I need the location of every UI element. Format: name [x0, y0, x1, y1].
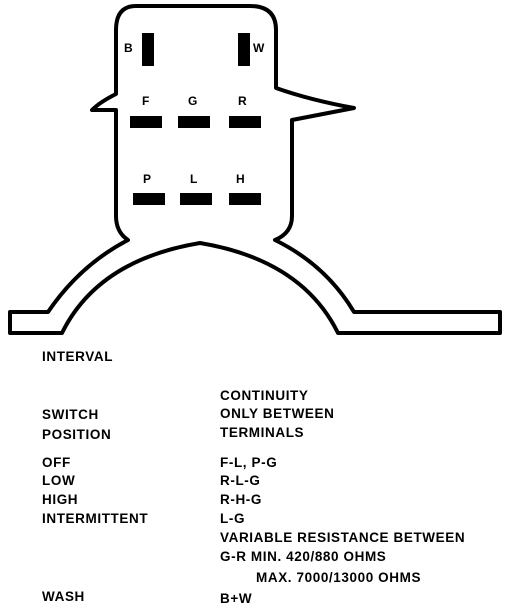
header-switch-line-1: SWITCH: [42, 407, 99, 422]
terminal-label-l: L: [190, 172, 198, 186]
row-continuity-high: R-H-G: [220, 492, 262, 507]
terminal-label-g: G: [188, 94, 198, 108]
row-continuity-low: R-L-G: [220, 473, 261, 488]
note-line-3: MAX. 7000/13000 OHMS: [256, 570, 422, 585]
terminal-r-blade: [229, 116, 261, 128]
terminal-b-blade: [142, 33, 154, 66]
row-continuity-off: F-L, P-G: [220, 455, 278, 470]
row-position-off: OFF: [42, 455, 71, 470]
row-position-wash: WASH: [42, 589, 85, 604]
terminal-label-w: W: [253, 41, 265, 55]
terminal-l-blade: [180, 193, 212, 205]
terminal-label-h: H: [236, 172, 246, 186]
note-line-2: G-R MIN. 420/880 OHMS: [220, 549, 387, 564]
terminal-h-blade: [229, 193, 261, 205]
terminal-label-r: R: [238, 94, 248, 108]
header-continuity-line-1: CONTINUITY: [220, 388, 309, 403]
terminal-w-blade: [238, 33, 250, 66]
terminal-g-blade: [178, 116, 210, 128]
terminal-label-b: B: [124, 41, 134, 55]
row-position-low: LOW: [42, 473, 76, 488]
header-continuity-line-3: TERMINALS: [220, 425, 305, 440]
note-line-1: VARIABLE RESISTANCE BETWEEN: [220, 530, 466, 545]
terminal-label-p: P: [143, 172, 152, 186]
terminal-label-f: F: [142, 94, 150, 108]
terminal-f-blade: [130, 116, 162, 128]
connector-outline: [8, 4, 502, 335]
row-position-intermittent: INTERMITTENT: [42, 511, 149, 526]
header-continuity-line-2: ONLY BETWEEN: [220, 406, 335, 421]
header-switch-line-2: POSITION: [42, 427, 112, 442]
row-continuity-intermittent: L-G: [220, 511, 246, 526]
terminal-p-blade: [133, 193, 165, 205]
switch-connector-diagram: [8, 4, 502, 335]
table-title: INTERVAL: [42, 349, 114, 364]
row-continuity-wash: B+W: [220, 591, 253, 606]
row-position-high: HIGH: [42, 492, 79, 507]
